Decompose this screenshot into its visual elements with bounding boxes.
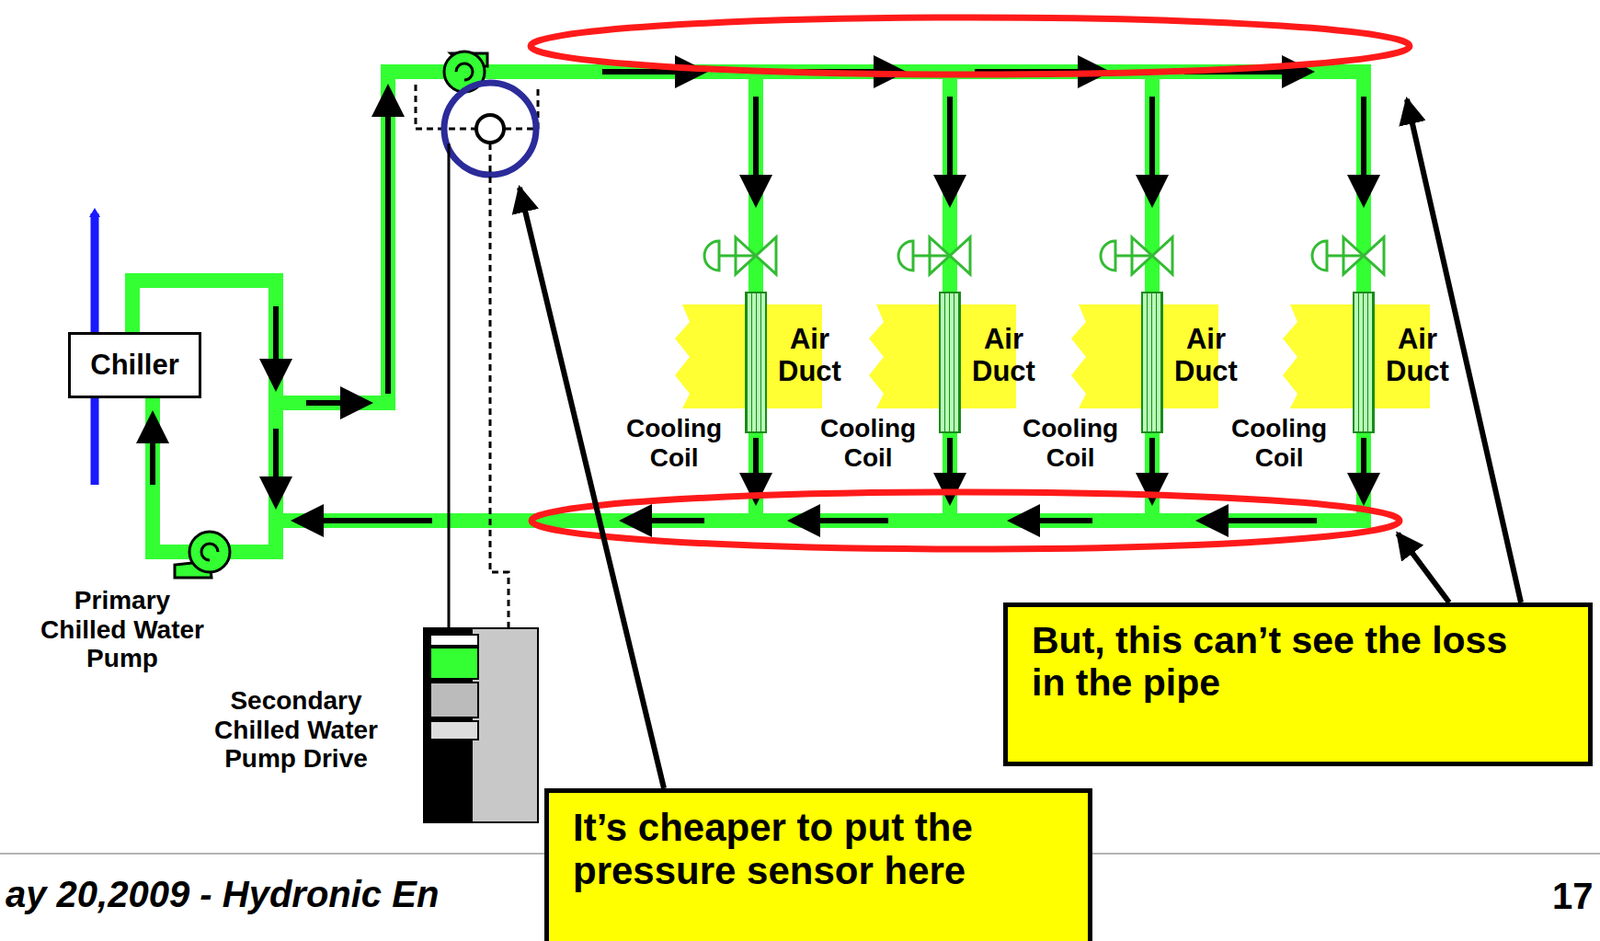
air-duct: Air Duct [971,323,1036,388]
footer-text: ay 20,2009 - Hydronic En [5,873,439,915]
callout-text: But, this can’t see the loss in the pipe [1031,619,1510,705]
coil-label: Cooling Coil [1022,413,1119,472]
air-duct: Air Duct [1174,323,1238,388]
callout-text: It’s cheaper to put the pressure sensor … [572,805,1070,892]
drive-label: Secondary Chilled Water Pump Drive [204,685,389,774]
coil-label: Cooling Coil [626,413,722,472]
box-label: Chiller [90,349,179,382]
duct-label: Air Duct [777,323,842,388]
air-duct: Air Duct [777,323,842,388]
duct-label: Air Duct [971,323,1036,388]
callout-box: But, this can’t see the loss in the pipe [1003,602,1593,766]
air-duct: Air Duct [1385,323,1450,388]
callout-box: It’s cheaper to put the pressure sensor … [544,788,1093,941]
coil-label: Cooling Coil [1231,413,1327,472]
chiller-box: Chiller [68,331,202,399]
duct-label: Air Duct [1174,323,1238,388]
pump-label: Primary Chilled Water Pump [30,585,215,674]
duct-label: Air Duct [1385,323,1450,388]
page-number: 17 [1552,875,1594,917]
coil-label: Cooling Coil [820,413,916,472]
